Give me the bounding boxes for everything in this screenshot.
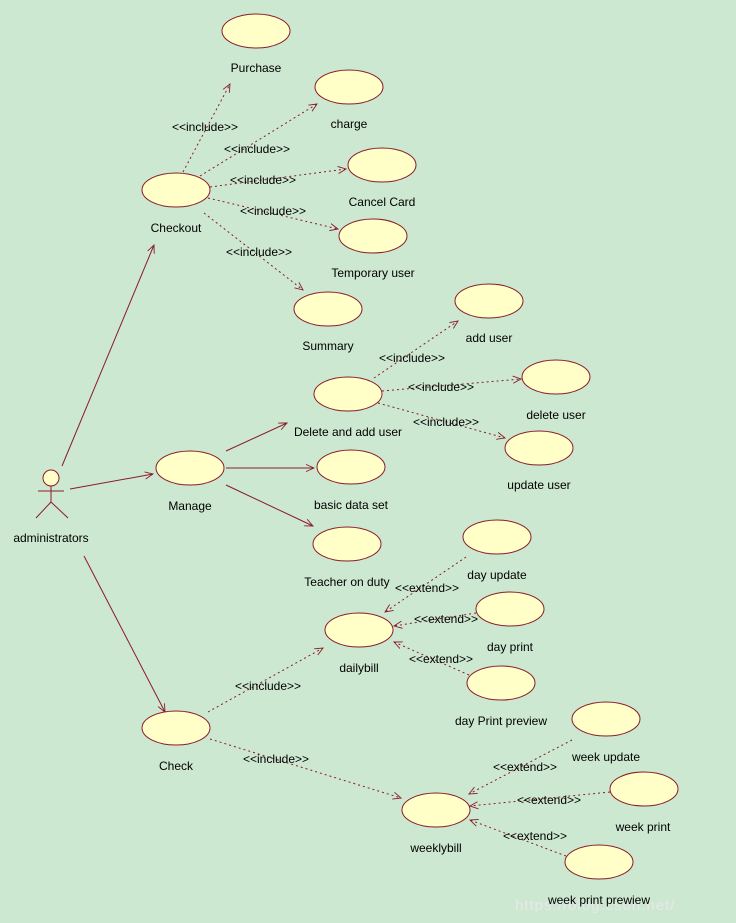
dep-dayupdate-dailybill — [385, 556, 467, 612]
usecase-check-label: Check — [159, 759, 194, 773]
usecase-weeklybill[interactable]: weeklybill — [401, 792, 471, 855]
stereotype-checkout-purchase: <<include>> — [172, 120, 238, 134]
stereotype-dayupdate: <<extend>> — [395, 581, 459, 595]
dep-dayprintpreview-dailybill — [394, 642, 470, 676]
stereotype-weekprint: <<extend>> — [517, 793, 581, 807]
usecase-week-print-preview-label: week print prewiew — [547, 893, 650, 907]
actor-administrators[interactable]: administrators — [13, 469, 89, 545]
dep-checkout-temporary-user — [207, 197, 338, 229]
stereotype-dayprint: <<extend>> — [414, 612, 478, 626]
dep-deladd-delete-user — [381, 379, 521, 392]
dep-check-dailybill — [207, 648, 323, 713]
usecase-charge[interactable]: charge — [314, 69, 384, 131]
watermark: https://blog.csdn.net/ — [515, 897, 675, 914]
dep-weekupdate-weeklybill — [469, 739, 573, 794]
dep-weekprint-weeklybill — [470, 791, 611, 806]
stereotype-deladd-update-user: <<include>> — [413, 415, 479, 429]
stereotype-checkout-temporary-user: <<include>> — [240, 204, 306, 218]
assoc-admin-manage — [69, 474, 153, 490]
usecase-delete-user-label: delete user — [526, 408, 585, 422]
usecase-day-print-preview-label: day Print preview — [455, 714, 547, 728]
usecase-dailybill-label: dailybill — [339, 661, 378, 675]
usecase-week-print-preview[interactable]: week print prewiew — [547, 844, 650, 907]
usecase-summary[interactable]: Summary — [293, 291, 363, 353]
actor-label: administrators — [13, 531, 88, 545]
usecase-checkout-label: Checkout — [151, 221, 202, 235]
stereotype-checkout-summary: <<include>> — [226, 245, 292, 259]
usecase-manage[interactable]: Manage — [155, 450, 225, 513]
assoc-admin-checkout — [61, 245, 154, 467]
usecase-update-user-label: update user — [507, 478, 570, 492]
stereotype-check-weeklybill: <<include>> — [243, 752, 309, 766]
assoc-manage-delete-add — [225, 423, 287, 452]
assoc-admin-check — [83, 555, 165, 712]
usecase-checkout[interactable]: Checkout — [141, 172, 211, 235]
usecase-week-print[interactable]: week print — [609, 771, 679, 834]
actor-head — [42, 469, 60, 487]
usecase-temporary-user-label: Temporary user — [331, 266, 414, 280]
usecase-day-print-preview[interactable]: day Print preview — [455, 665, 547, 728]
stereotype-check-dailybill: <<include>> — [235, 679, 301, 693]
usecase-week-update-label: week update — [571, 750, 640, 764]
usecase-temporary-user[interactable]: Temporary user — [331, 218, 415, 280]
dep-check-weeklybill — [209, 738, 401, 798]
usecase-add-user-label: add user — [466, 331, 513, 345]
usecase-cancel-card[interactable]: Cancel Card — [347, 147, 417, 209]
usecase-week-print-label: week print — [615, 820, 671, 834]
stereotype-deladd-delete-user: <<include>> — [408, 380, 474, 394]
usecase-day-update[interactable]: day update — [462, 519, 532, 582]
usecase-cancel-card-label: Cancel Card — [349, 195, 416, 209]
dep-checkout-summary — [203, 212, 303, 290]
usecase-purchase[interactable]: Purchase — [221, 13, 291, 75]
usecase-delete-and-add-user[interactable]: Delete and add user — [294, 376, 402, 439]
stereotype-dayprintpreview: <<extend>> — [409, 652, 473, 666]
usecase-check[interactable]: Check — [141, 710, 211, 773]
dep-dayprint-dailybill — [394, 612, 477, 626]
dep-checkout-charge — [199, 104, 317, 177]
dep-deladd-add-user — [373, 321, 458, 379]
dep-deladd-update-user — [377, 402, 505, 438]
usecase-manage-label: Manage — [168, 499, 212, 513]
stereotype-checkout-charge: <<include>> — [224, 142, 290, 156]
usecase-teacher-on-duty-label: Teacher on duty — [304, 575, 389, 589]
actor-right-leg — [50, 501, 69, 519]
dep-checkout-purchase — [182, 84, 230, 173]
usecase-day-print[interactable]: day print — [475, 591, 545, 654]
stereotype-deladd-add-user: <<include>> — [379, 351, 445, 365]
usecase-basic-data-set[interactable]: basic data set — [314, 449, 389, 512]
actor-left-leg — [35, 501, 52, 519]
usecase-charge-label: charge — [331, 117, 368, 131]
assoc-manage-teacher — [225, 484, 313, 526]
usecase-day-update-label: day update — [467, 568, 527, 582]
usecase-delete-and-add-user-label: Delete and add user — [294, 425, 402, 439]
stereotype-weekprintpreview: <<extend>> — [503, 829, 567, 843]
usecase-delete-user[interactable]: delete user — [521, 359, 591, 422]
stereotype-weekupdate: <<extend>> — [493, 760, 557, 774]
stereotype-checkout-cancel-card: <<include>> — [230, 173, 296, 187]
usecase-weeklybill-label: weeklybill — [409, 841, 461, 855]
usecase-summary-label: Summary — [302, 339, 353, 353]
usecase-add-user[interactable]: add user — [454, 283, 524, 345]
usecase-basic-data-set-label: basic data set — [314, 498, 389, 512]
usecase-day-print-label: day print — [487, 640, 534, 654]
dep-weekprintpreview-weeklybill — [470, 820, 567, 857]
usecase-teacher-on-duty[interactable]: Teacher on duty — [304, 526, 390, 589]
usecase-week-update[interactable]: week update — [571, 701, 641, 764]
usecase-purchase-label: Purchase — [231, 61, 282, 75]
usecase-dailybill[interactable]: dailybill — [324, 612, 394, 675]
usecase-update-user[interactable]: update user — [504, 430, 574, 492]
